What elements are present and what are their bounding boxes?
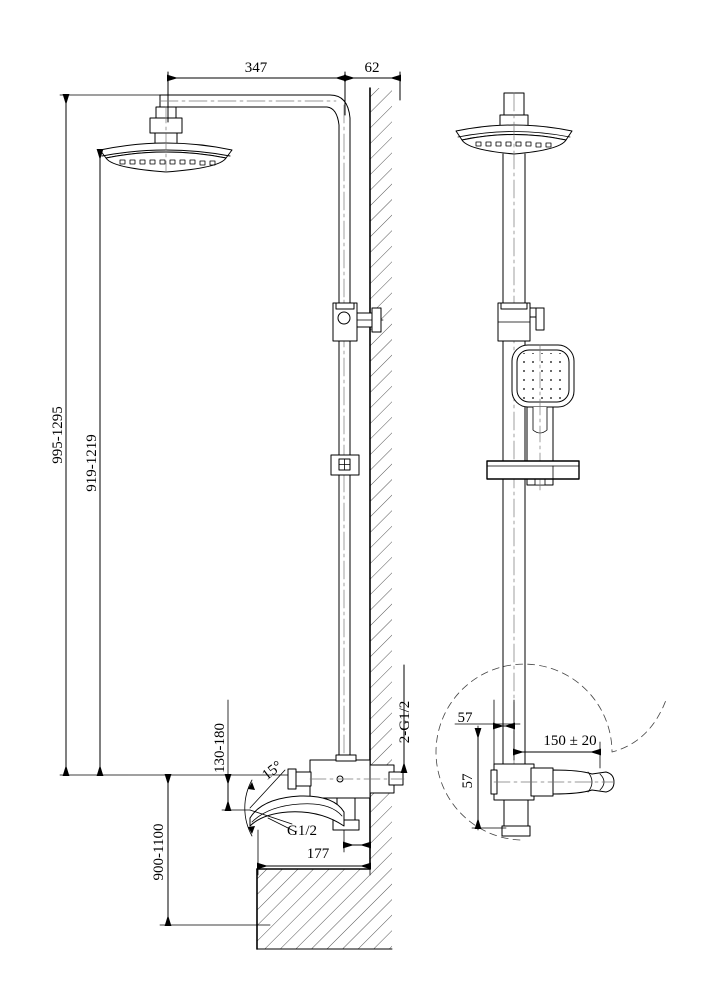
- mixer-body-left: [249, 754, 405, 831]
- front-elevation-right: [435, 92, 667, 841]
- label-dim-2g12: 2-G1/2: [397, 701, 413, 744]
- label-dim-347: 347: [245, 60, 268, 76]
- label-dim-15deg: 15°: [259, 758, 285, 784]
- label-dim-57-side: 57: [460, 773, 476, 789]
- leader-g12: [267, 817, 297, 833]
- dimension-top-347: [167, 71, 401, 123]
- dimension-150-20: [513, 741, 601, 769]
- riser-pipe-left: [330, 299, 384, 756]
- label-dim-995-1295: 995-1295: [50, 406, 66, 464]
- label-dim-919-1219: 919-1219: [84, 434, 100, 492]
- label-dim-g12: G1/2: [287, 823, 317, 839]
- dimension-130-180: [221, 699, 251, 811]
- label-dim-130-180: 130-180: [212, 723, 228, 773]
- label-dim-62: 62: [365, 60, 380, 76]
- angle-leader-15deg: [244, 769, 293, 837]
- overhead-arm-left: [159, 94, 351, 301]
- dimension-900-1100: [159, 774, 271, 926]
- mixer-body-right: [490, 763, 615, 837]
- label-dim-900-1100: 900-1100: [151, 824, 167, 881]
- wall-section-left: [256, 87, 393, 950]
- label-dim-57-top: 57: [458, 710, 474, 726]
- dimension-177: [257, 799, 371, 876]
- dimension-57-vertical: [471, 725, 507, 831]
- label-dim-150-20: 150 ± 20: [543, 733, 596, 749]
- rain-shower-head-left: [99, 106, 233, 173]
- label-dim-177: 177: [307, 846, 330, 862]
